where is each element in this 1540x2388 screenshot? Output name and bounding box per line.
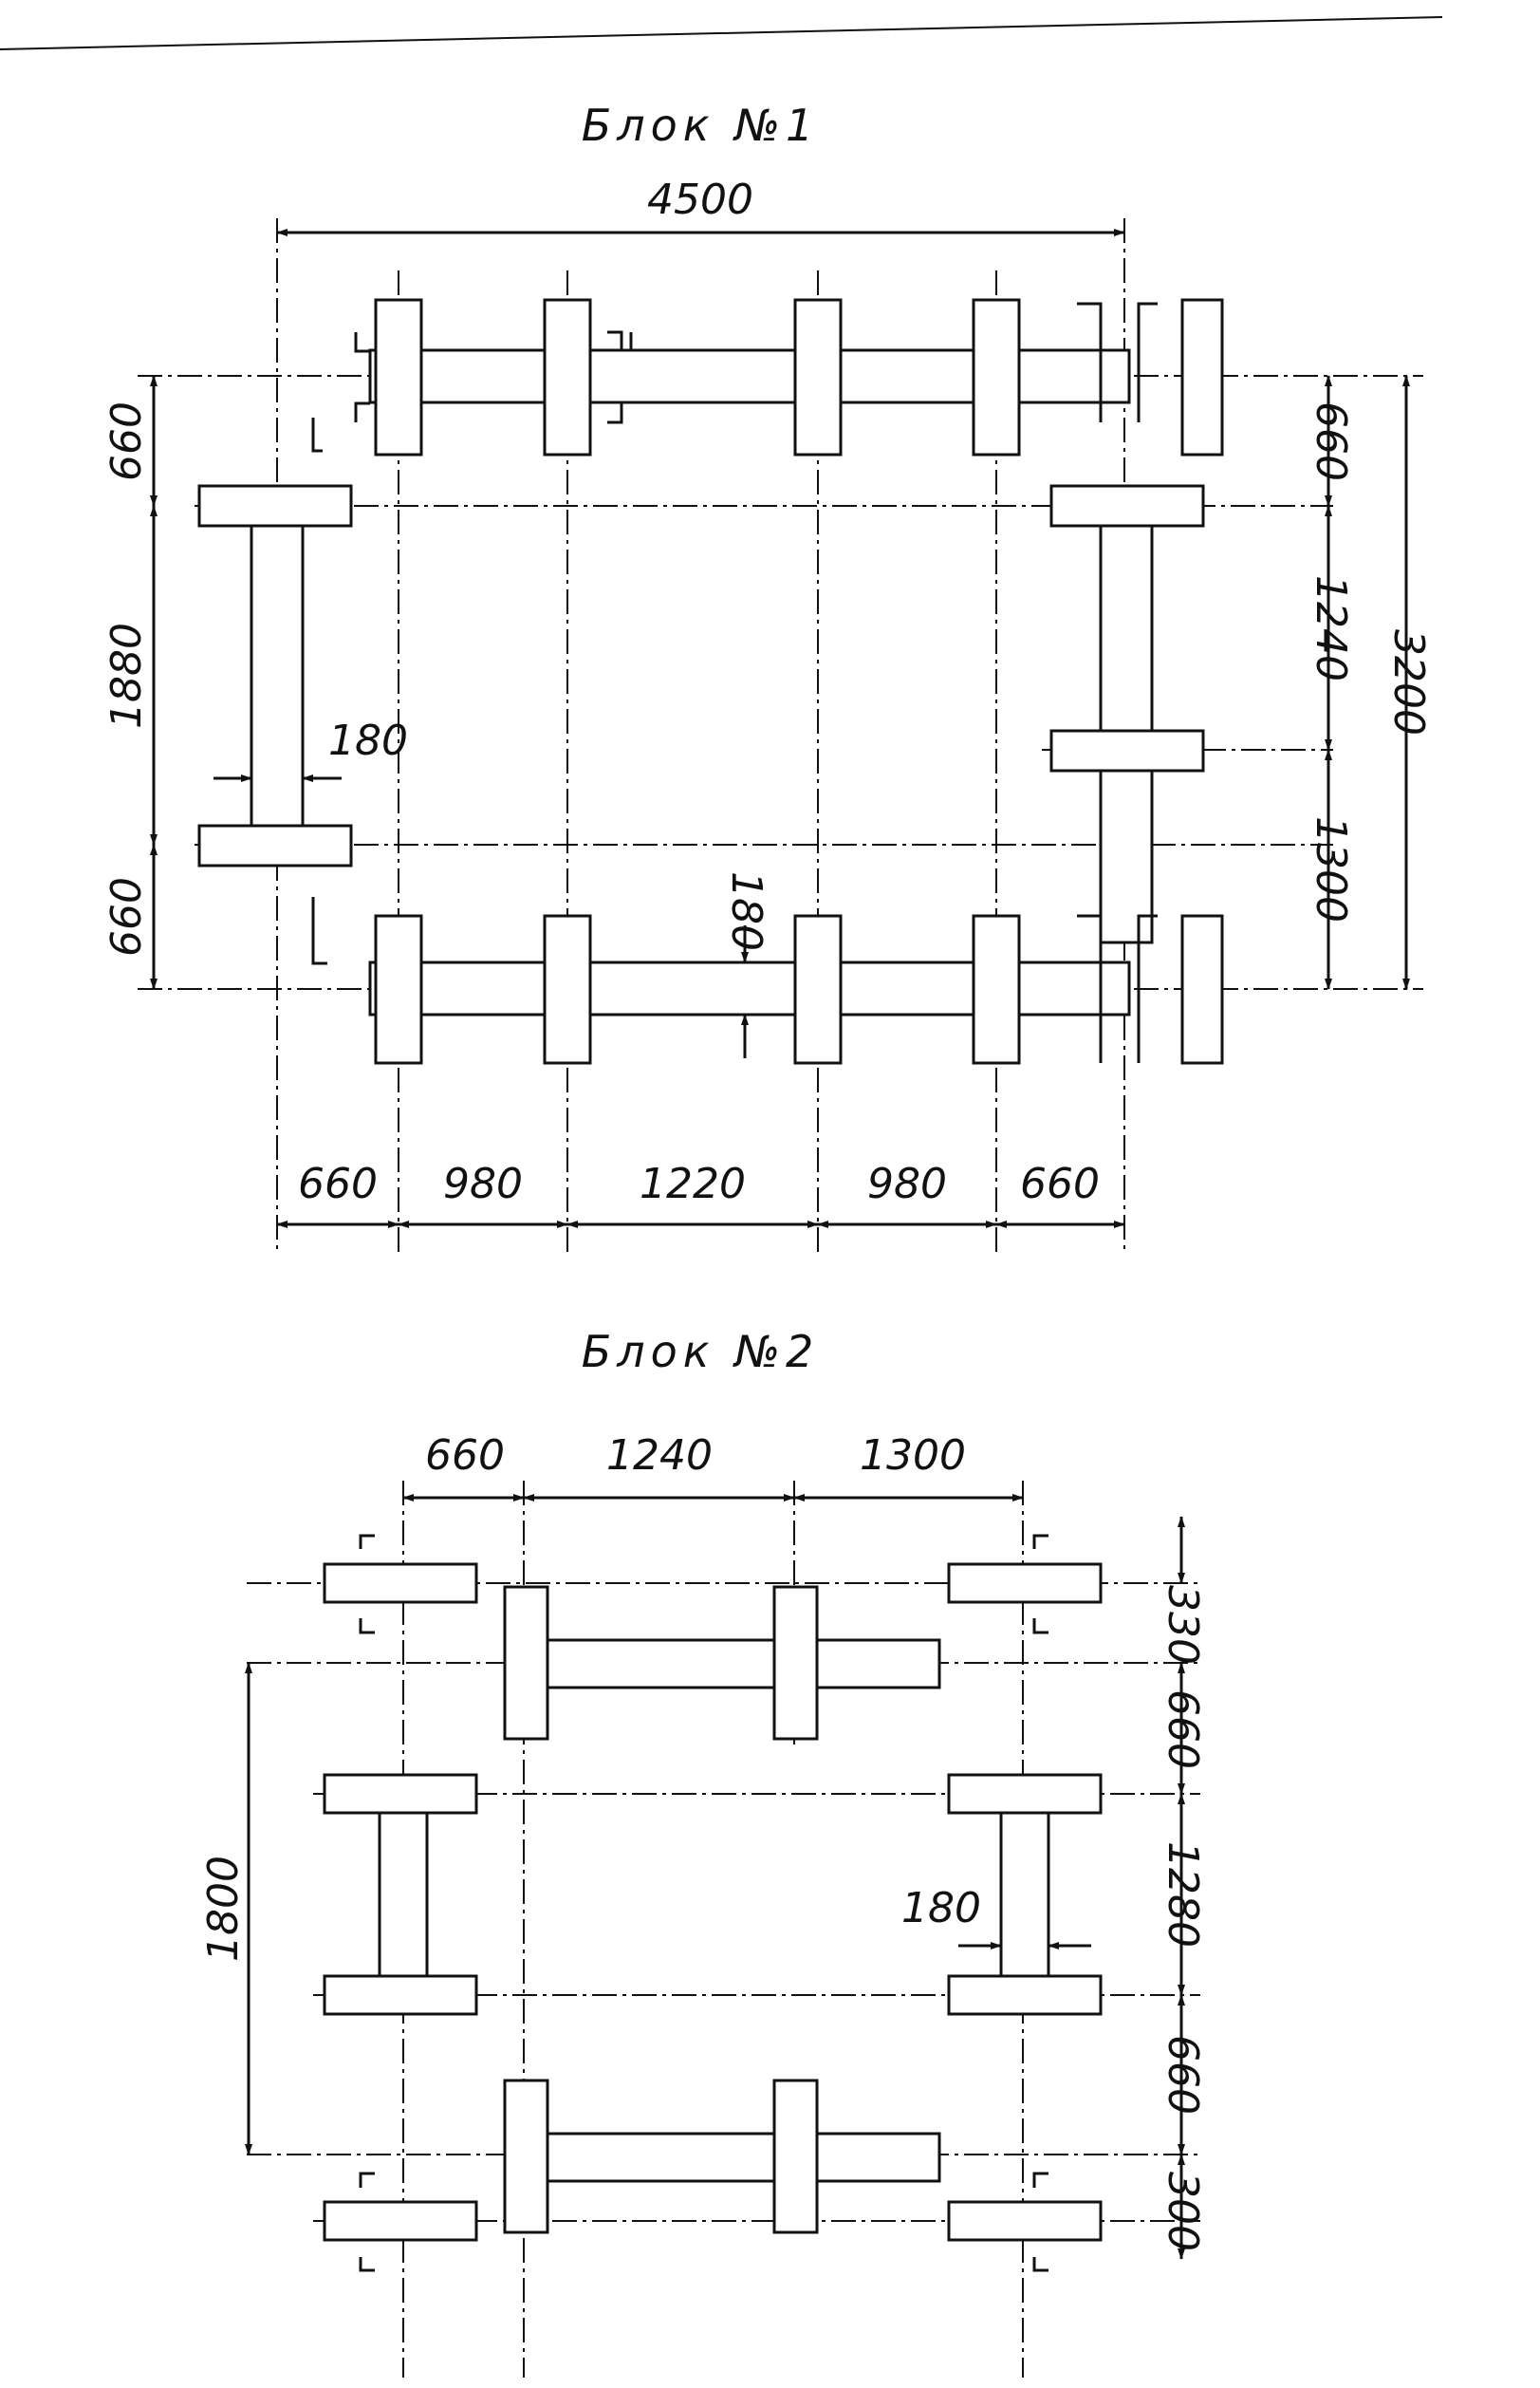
b2-pad-right-4 <box>947 2200 1103 2242</box>
pad-top-1 <box>374 298 423 457</box>
dim-overall-height: 3200 <box>1384 629 1433 736</box>
pad-top-5 <box>1180 298 1224 457</box>
b2-beam-bottom <box>510 2132 941 2183</box>
pad-bottom-2 <box>543 914 592 1065</box>
pad-top-3 <box>793 298 843 457</box>
dim-beam-width-bottom: 180 <box>722 871 770 951</box>
b2-pad-right-3 <box>947 1974 1103 2016</box>
dim-bottom-2: 980 <box>443 1160 523 1208</box>
dim-left-3: 660 <box>102 877 151 957</box>
b2-bracket-bottom <box>359 2172 1048 2272</box>
block-2: Блок №2 <box>199 1326 1207 2378</box>
b2-dim-top-1: 660 <box>425 1431 505 1480</box>
bracket-5 <box>311 418 327 965</box>
dim-overall-width: 4500 <box>647 176 753 224</box>
dim-left-1: 660 <box>102 401 151 481</box>
b2-dim-right-5: 300 <box>1159 2172 1207 2251</box>
b2-beam-top <box>510 1638 941 1689</box>
dim-beam-width-left: 180 <box>328 717 408 765</box>
b2-dim-right-3: 1280 <box>1159 1841 1207 1948</box>
b2-dim-right-4: 660 <box>1159 2035 1207 2115</box>
bracket-1 <box>354 332 370 422</box>
pad-right-upper <box>1049 484 1205 528</box>
b2-dim-beam-width: 180 <box>901 1884 981 1932</box>
pad-top-4 <box>972 298 1021 457</box>
pad-left-upper <box>197 484 353 528</box>
dim-right-1: 660 <box>1307 401 1355 481</box>
pad-bottom-4 <box>972 914 1021 1065</box>
dim-bottom-1: 660 <box>298 1160 378 1208</box>
b2-dim-right-2: 660 <box>1159 1689 1207 1769</box>
b2-pad-left-3 <box>323 1974 478 2016</box>
pad-bottom-3 <box>793 914 843 1065</box>
dim-right-3: 1300 <box>1307 816 1355 923</box>
pad-left-lower <box>197 824 353 868</box>
b2-dim-right-1: 330 <box>1159 1585 1207 1665</box>
beam-right <box>1099 504 1154 944</box>
block-1-title: Блок №1 <box>582 100 820 151</box>
block-2-title: Блок №2 <box>582 1326 820 1377</box>
b2-pad-left-2 <box>323 1773 478 1815</box>
b2-pad-bottom-2 <box>772 2079 819 2234</box>
dim-left-2: 1880 <box>102 623 151 729</box>
b2-beam-left <box>378 1792 429 1997</box>
pad-bottom-1 <box>374 914 423 1065</box>
block-1: Блок №1 4500 <box>102 100 1433 1253</box>
b2-dim-left-height: 1800 <box>199 1856 248 1962</box>
b2-bracket-top <box>359 1534 1048 1634</box>
pad-top-2 <box>543 298 592 457</box>
b2-pad-bottom-1 <box>503 2079 549 2234</box>
dim-right-2: 1240 <box>1307 575 1355 681</box>
bracket-3 <box>629 302 1158 422</box>
dim-bottom-3: 1220 <box>640 1160 746 1208</box>
bracket-4 <box>1077 914 1158 1063</box>
b2-dim-top-2: 1240 <box>606 1431 713 1480</box>
b2-pad-top-2 <box>772 1585 819 1741</box>
b2-dim-top-3: 1300 <box>860 1431 966 1480</box>
pad-right-lower <box>1049 729 1205 773</box>
b2-pad-left-1 <box>323 1562 478 1604</box>
b2-pad-right-2 <box>947 1773 1103 1815</box>
sheet-border-line <box>0 16 1443 50</box>
b2-pad-right-1 <box>947 1562 1103 1604</box>
b2-pad-top-1 <box>503 1585 549 1741</box>
dim-bottom-5: 660 <box>1020 1160 1100 1208</box>
b2-pad-left-4 <box>323 2200 478 2242</box>
dim-bottom-4: 980 <box>867 1160 947 1208</box>
pad-bottom-5 <box>1180 914 1224 1065</box>
beam-left <box>250 504 305 847</box>
b2-beam-right <box>999 1792 1050 1997</box>
bracket-2 <box>607 330 623 424</box>
